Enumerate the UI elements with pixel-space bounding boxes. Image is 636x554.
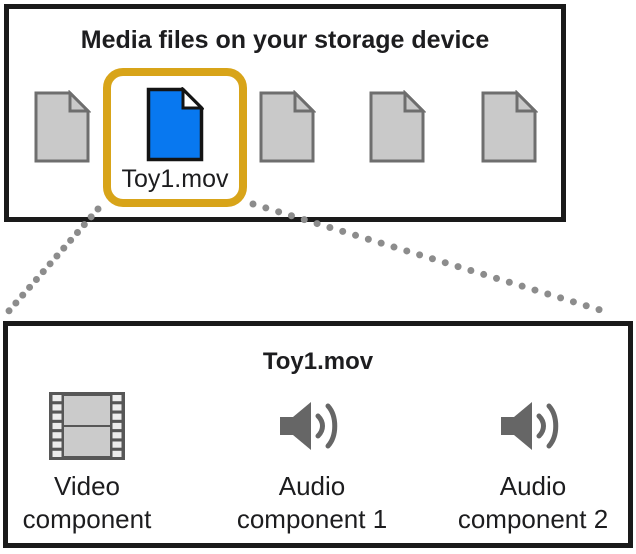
file-components-title: Toy1.mov (262, 348, 374, 375)
file-components-box: Toy1.mov (3, 321, 633, 548)
label-line: component (22, 504, 152, 534)
document-icon (368, 90, 426, 164)
label-line: Video (53, 471, 121, 501)
label-line: Audio (278, 471, 346, 501)
selected-file-label: Toy1.mov (121, 165, 229, 193)
audio-component-1-item: Audio component 1 (212, 386, 412, 536)
video-component-label: Video component (23, 470, 152, 536)
speaker-icon (500, 386, 566, 466)
audio-component-2-item: Audio component 2 (433, 386, 633, 536)
movie-document-icon (146, 87, 204, 162)
audio-component-2-label: Audio component 2 (458, 470, 608, 536)
connector-dotted-line-left (4, 205, 102, 316)
label-line: Audio (499, 471, 567, 501)
label-line: component 1 (236, 504, 388, 534)
document-icon (480, 90, 538, 164)
audio-component-1-label: Audio component 1 (237, 470, 387, 536)
video-component-item: Video component (12, 386, 162, 536)
label-line: component 2 (457, 504, 609, 534)
speaker-icon (279, 386, 345, 466)
storage-box-title: Media files on your storage device (80, 26, 490, 54)
film-strip-icon (49, 386, 125, 466)
document-icon (33, 90, 91, 164)
document-icon (258, 90, 316, 164)
storage-device-box: Media files on your storage device Toy1.… (4, 4, 566, 222)
selected-file-highlight-ring: Toy1.mov (103, 68, 247, 207)
